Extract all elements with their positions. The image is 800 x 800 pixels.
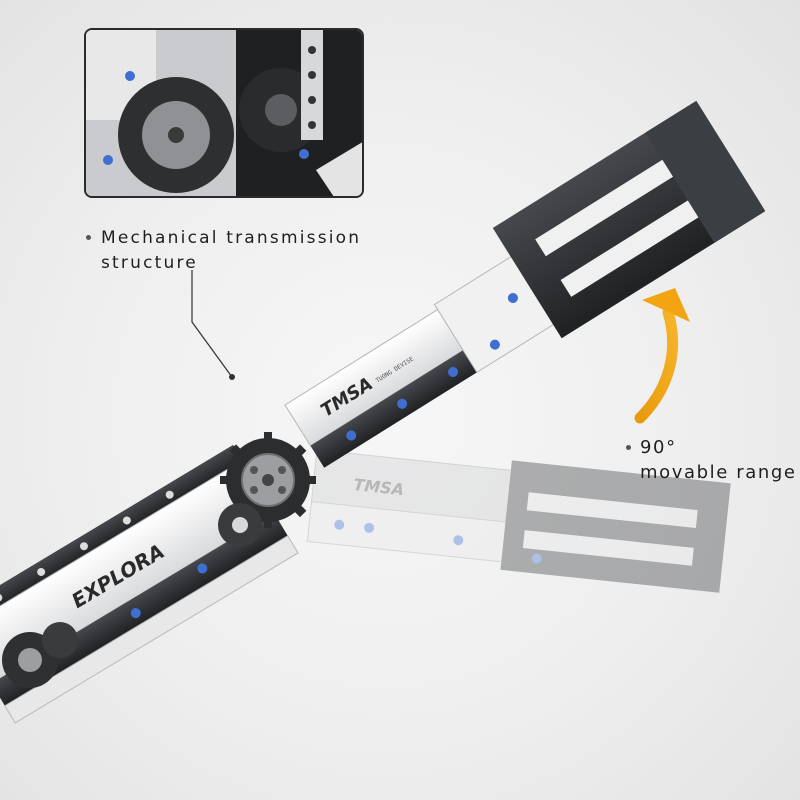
transmission-callout-line2: structure <box>101 253 198 273</box>
ghost-arm-position: TMSA <box>306 449 731 593</box>
transmission-callout: Mechanical transmission structure <box>86 226 362 276</box>
range-callout-line2: movable range <box>640 462 797 483</box>
callout-leader-line <box>191 270 235 380</box>
transmission-callout-line1: Mechanical transmission <box>101 228 362 248</box>
joint-gear-assembly <box>218 432 316 547</box>
bullet-dot <box>86 235 91 240</box>
range-callout: 90° movable range <box>626 435 797 485</box>
upper-arm-segment: TMSA TUONG DEVISE <box>284 100 766 468</box>
transmission-closeup-inset <box>84 28 364 198</box>
base-gear-detail <box>2 622 78 688</box>
gear-closeup-icon <box>86 30 362 196</box>
rotation-arrow-icon <box>634 288 690 424</box>
lower-arm-segment: EXPLORA <box>0 444 299 724</box>
bullet-dot <box>626 445 631 450</box>
range-callout-line1: 90° <box>640 437 677 458</box>
